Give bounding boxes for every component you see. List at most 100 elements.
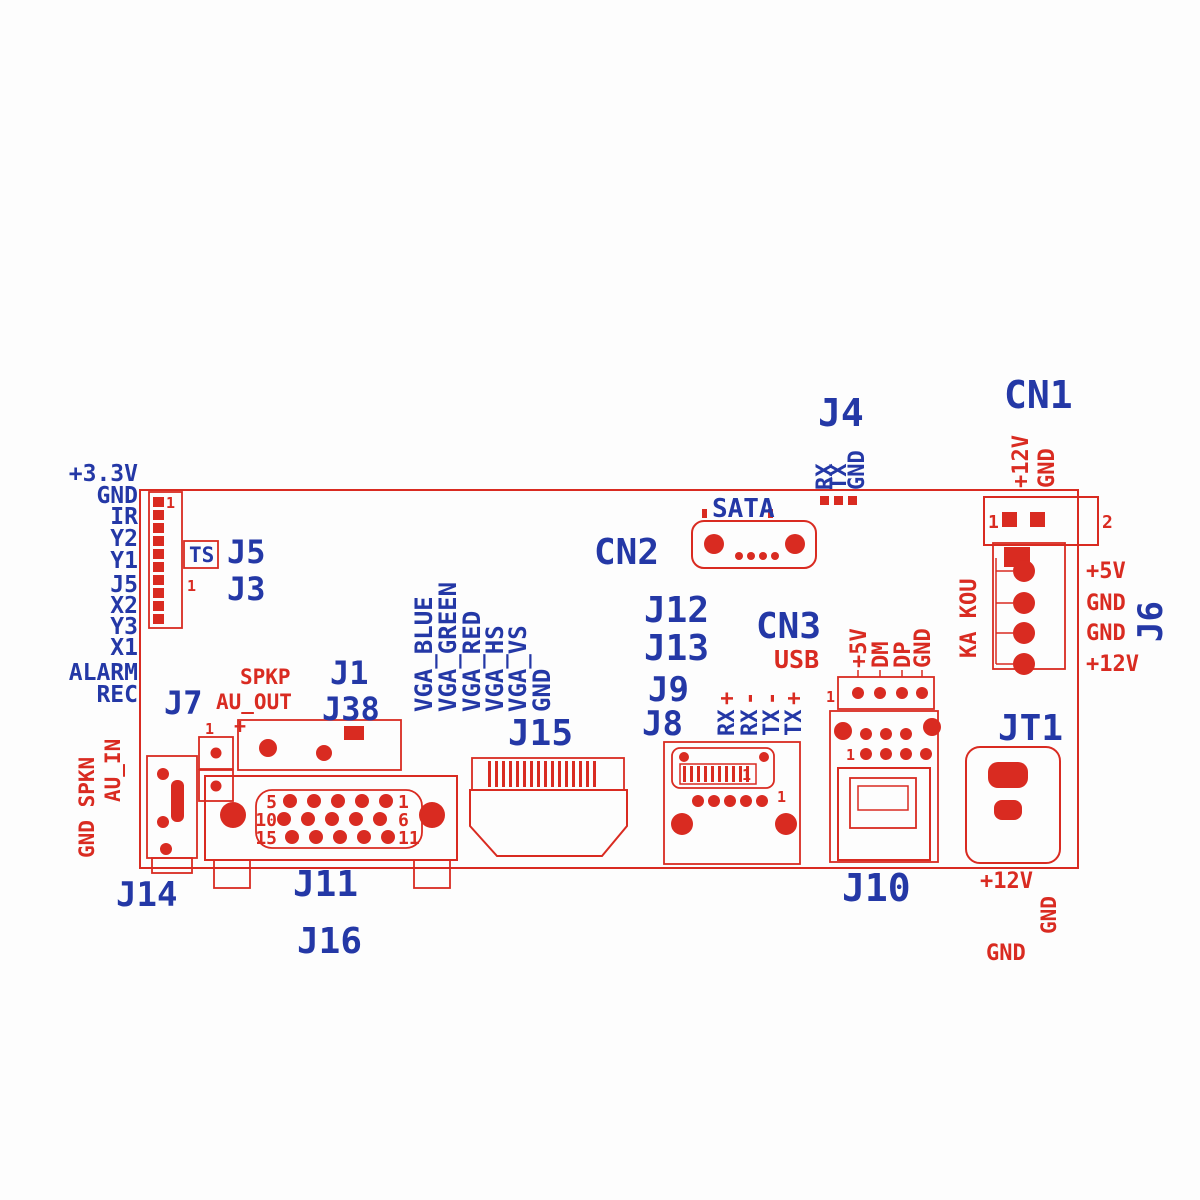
power-connector-cn1: 1 2 +12V GND CN1	[983, 373, 1113, 546]
label-cn1: CN1	[1004, 373, 1073, 417]
j6-pin-gnd1: GND	[1086, 591, 1126, 616]
vga-signal-labels: VGA_BLUE VGA_GREEN VGA_RED VGA_HS VGA_VS…	[410, 582, 556, 712]
label-jt1: JT1	[998, 708, 1063, 749]
cn1-pin2: 2	[1102, 512, 1113, 533]
pin-label-j5: J5	[110, 572, 138, 598]
lvds-sign-2: -	[738, 692, 763, 705]
pin-label-3v3: +3.3V	[69, 461, 138, 487]
j7-plus: +	[234, 714, 246, 738]
cn3-sig-dm: DM	[869, 642, 894, 669]
pin-label-x2: X2	[110, 593, 138, 619]
label-j4-gnd: GND	[845, 450, 870, 490]
label-sata: SATA	[712, 494, 775, 524]
lvds-sig-tx2: TX	[782, 710, 807, 737]
j6-pin-12v: +12V	[1086, 652, 1139, 677]
label-vga-hs: VGA_HS	[481, 625, 509, 712]
label-j13: J13	[644, 628, 709, 669]
cn3-sig-5v: +5V	[847, 628, 872, 668]
label-vga-gnd: GND	[528, 669, 556, 712]
power-header-j6: +5V GND GND +12V KA KOU J6	[957, 542, 1171, 677]
lvds-sign-1: +	[715, 692, 740, 705]
vga-connector: 5 10 15 1 6 11 J11 J16	[204, 775, 458, 962]
cn1-pin1: 1	[988, 512, 999, 533]
vga-pin-11: 11	[398, 828, 420, 849]
label-au-out: AU_OUT	[216, 690, 292, 714]
j7-pin1: 1	[205, 720, 214, 738]
jt1-12v: +12V	[980, 869, 1033, 894]
label-vga-blue: VGA_BLUE	[410, 596, 438, 712]
lvds-pin1-a: 1	[742, 766, 751, 784]
audio-jack-j14: J14 AU_IN GND SPKN	[75, 739, 198, 915]
pin-label-x1: X1	[110, 635, 138, 661]
dc-jack-jt1: JT1 +12V GND GND	[965, 708, 1063, 966]
label-j9: J9	[648, 670, 689, 710]
lvds-sig-rx2: RX	[738, 710, 763, 737]
label-spkp: SPKP	[240, 665, 291, 689]
label-j16: J16	[297, 921, 362, 962]
label-au-in: AU_IN	[101, 739, 125, 802]
cn3-pin1: 1	[826, 688, 835, 706]
label-j5: J5	[227, 533, 266, 571]
pin-label-rec: REC	[96, 682, 138, 708]
lvds-sign-4: +	[782, 692, 807, 705]
label-cn2: CN2	[594, 532, 659, 573]
j6-pin-5v: +5V	[1086, 559, 1126, 584]
label-j1: J1	[330, 654, 369, 692]
uart-j4: RX TX GND J4	[813, 391, 870, 505]
label-vga-green: VGA_GREEN	[434, 582, 462, 712]
label-j10: J10	[842, 866, 911, 910]
label-vga-vs: VGA_VS	[504, 625, 532, 712]
label-ka-kou: KA KOU	[957, 579, 982, 658]
jt1-gnd-bottom: GND	[986, 941, 1026, 966]
lvds-pin1-b: 1	[777, 788, 786, 806]
label-cn1-gnd: GND	[1035, 448, 1060, 488]
header-pin1-top: 1	[166, 494, 175, 512]
audio-out-connector: J7 1 + SPKP AU_OUT J1 J38	[164, 654, 402, 802]
vga-pin-15: 15	[255, 828, 277, 849]
label-usb: USB	[774, 645, 819, 674]
cn3-sig-gnd: GND	[911, 628, 936, 668]
label-j38: J38	[322, 690, 380, 728]
label-j8: J8	[642, 704, 683, 744]
pin-label-alarm: ALARM	[69, 660, 138, 686]
jt1-gnd-vertical: GND	[1037, 896, 1061, 934]
label-ts: TS	[189, 543, 214, 567]
pin-label-y3: Y3	[110, 614, 138, 640]
vga-pin-10: 10	[255, 810, 277, 831]
pin-label-gnd: GND	[96, 483, 138, 509]
label-j6: J6	[1131, 601, 1171, 642]
header-j5-j3: TS J5 J3 1 1	[148, 491, 266, 629]
label-cn3: CN3	[756, 606, 821, 647]
lvds-sig-rx1: RX	[715, 710, 740, 737]
lvds-connector: 1 1 J12 J13 J9 J8 RX RX TX TX + - - +	[642, 590, 807, 865]
label-j3: J3	[227, 570, 266, 608]
lvds-sig-tx1: TX	[760, 710, 785, 737]
label-j14: J14	[116, 875, 177, 915]
board-outline	[139, 489, 1079, 869]
left-pin-labels: +3.3V GND IR Y2 Y1 J5 X2 Y3 X1 ALARM REC	[69, 461, 138, 708]
j6-pin-gnd2: GND	[1086, 621, 1126, 646]
label-j4-rx: RX	[813, 464, 838, 491]
cn3-sig-dp: DP	[891, 642, 916, 669]
label-j11: J11	[293, 864, 358, 905]
vga-pin-1: 1	[398, 792, 409, 813]
label-j7: J7	[164, 684, 203, 722]
label-j4: J4	[818, 391, 864, 435]
j10-pin1: 1	[846, 746, 855, 764]
header-pin1-bottom: 1	[187, 577, 196, 595]
lvds-sign-3: -	[760, 692, 785, 705]
label-vga-red: VGA_RED	[458, 611, 486, 712]
label-j4-tx: TX	[827, 464, 852, 491]
usb-connector: 1 +5V DM DP GND CN3 USB 1 J10	[756, 606, 941, 910]
sata-connector-cn2: SATA CN2	[594, 494, 817, 573]
vga-pin-6: 6	[398, 810, 409, 831]
hdmi-connector-j15: J15	[469, 713, 628, 857]
label-cn1-12v: +12V	[1009, 435, 1034, 488]
pin-label-ir: IR	[110, 504, 138, 530]
pin-label-y1: Y1	[110, 548, 138, 574]
label-j15: J15	[508, 713, 573, 754]
vga-pin-5: 5	[266, 792, 277, 813]
pin-label-y2: Y2	[110, 526, 138, 552]
